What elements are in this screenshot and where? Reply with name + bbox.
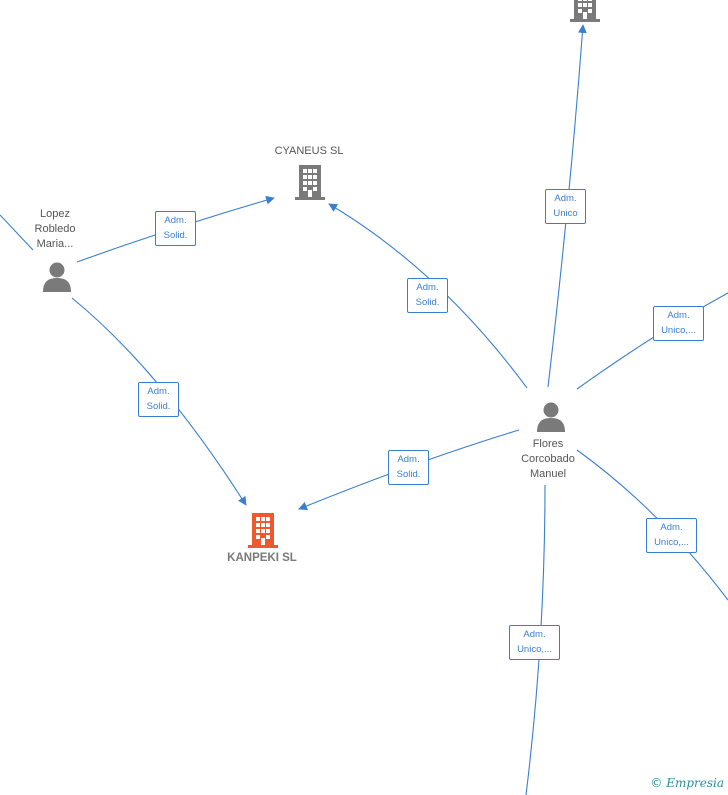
edge-label-line-1: Adm. bbox=[667, 310, 690, 321]
edge-label-flores-kanpeki[interactable]: Adm. Solid. bbox=[388, 450, 429, 485]
person-icon[interactable] bbox=[536, 401, 566, 433]
building-icon[interactable] bbox=[247, 512, 279, 548]
brand-logo: Empresia bbox=[666, 776, 724, 790]
edge-label-line-2: Solid. bbox=[163, 230, 188, 241]
edge-label-line-2: Unico,... bbox=[517, 644, 552, 655]
edge-label-line-2: Unico,... bbox=[654, 537, 689, 548]
node-name-kanpeki[interactable]: KANPEKI SL bbox=[227, 552, 297, 564]
edge-label-flores-top[interactable]: Adm. Unico bbox=[545, 189, 586, 224]
edge-label-line-2: Unico,... bbox=[661, 325, 696, 336]
edge-label-line-1: Adm. bbox=[523, 629, 546, 640]
person-icon[interactable] bbox=[42, 261, 72, 293]
node-name-line: Flores bbox=[532, 438, 564, 450]
node-name-line: Lopez bbox=[40, 208, 70, 220]
node-name-line: Robledo bbox=[34, 223, 76, 235]
node-name-flores[interactable]: Flores Corcobado Manuel bbox=[521, 437, 575, 482]
edge-label-line-2: Unico bbox=[553, 208, 578, 219]
edge-label-line-2: Solid. bbox=[415, 297, 440, 308]
node-name-line: Corcobado bbox=[521, 453, 575, 465]
node-name-cyaneus[interactable]: CYANEUS SL bbox=[274, 145, 344, 157]
building-icon[interactable] bbox=[294, 164, 326, 200]
edge-label-flores-right-down[interactable]: Adm. Unico,... bbox=[646, 518, 697, 553]
node-name-line: Maria... bbox=[36, 238, 74, 250]
copyright-icon: © bbox=[650, 776, 663, 790]
edge-label-line-2: Solid. bbox=[396, 469, 421, 480]
edge-label-flores-cyaneus[interactable]: Adm. Solid. bbox=[407, 278, 448, 313]
edge-label-line-1: Adm. bbox=[554, 193, 577, 204]
edge-label-flores-right-up[interactable]: Adm. Unico,... bbox=[653, 306, 704, 341]
edge-label-line-2: Solid. bbox=[146, 401, 171, 412]
edge-label-line-1: Adm. bbox=[660, 522, 683, 533]
building-icon[interactable] bbox=[569, 0, 601, 22]
edge-label-line-1: Adm. bbox=[416, 282, 439, 293]
edge-label-flores-bottom[interactable]: Adm. Unico,... bbox=[509, 625, 560, 660]
edge-label-line-1: Adm. bbox=[164, 215, 187, 226]
node-name-line: Manuel bbox=[529, 468, 567, 480]
edge-offscreen-left bbox=[0, 214, 34, 251]
edge-label-line-1: Adm. bbox=[147, 386, 170, 397]
edge-label-line-1: Adm. bbox=[397, 454, 420, 465]
edge-label-lopez-kanpeki[interactable]: Adm. Solid. bbox=[138, 382, 179, 417]
edge-label-lopez-cyaneus[interactable]: Adm. Solid. bbox=[155, 211, 196, 246]
node-name-lopez[interactable]: Lopez Robledo Maria... bbox=[35, 207, 76, 252]
edge-flores-right-down[interactable] bbox=[576, 449, 728, 601]
empresia-credit[interactable]: © Empresia bbox=[650, 776, 724, 790]
